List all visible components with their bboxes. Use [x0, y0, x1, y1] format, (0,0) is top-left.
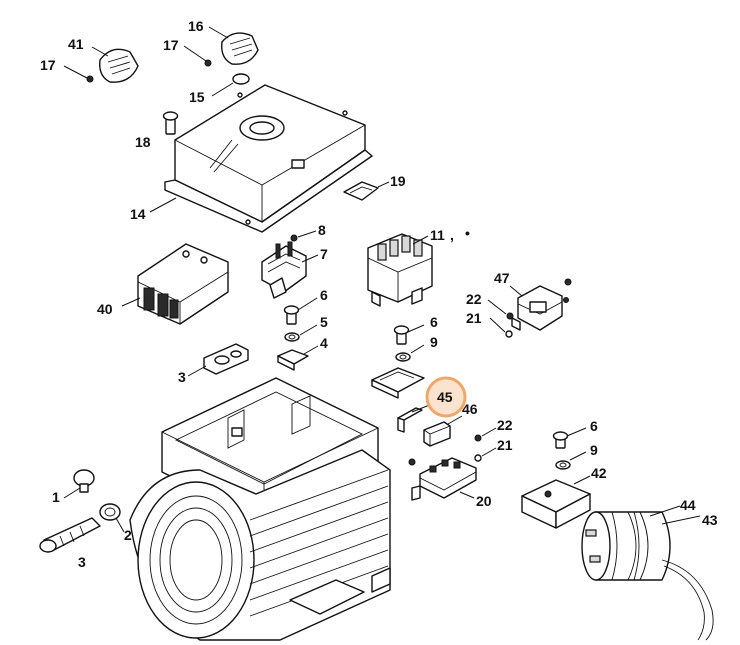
callout-19: 19 — [390, 173, 406, 189]
callout-17: 17 — [163, 37, 179, 53]
callout-6: 6 — [590, 418, 598, 434]
callout-1: 1 — [52, 489, 60, 505]
callout-2: 2 — [124, 527, 132, 543]
part-5-washer — [284, 332, 300, 342]
part-42-bracket — [521, 479, 591, 529]
part-20-terminal-strip — [408, 457, 477, 501]
part-47-relay — [511, 285, 563, 331]
callout-3: 3 — [178, 369, 186, 385]
part-8-screw — [290, 234, 298, 242]
callout-9: 9 — [430, 334, 438, 350]
callout-17: 17 — [40, 57, 56, 73]
callout-46: 46 — [462, 401, 478, 417]
part-9-washer-b — [555, 460, 571, 470]
callout-40: 40 — [97, 301, 113, 317]
part-6-screw-a — [283, 305, 300, 325]
part-21-nut-b — [474, 454, 482, 462]
part-16-cap — [221, 32, 259, 65]
part-46-capacitor — [423, 421, 451, 447]
part-45-capacitor-clip — [397, 407, 423, 433]
callout-47: 47 — [494, 270, 510, 286]
callout-7: 7 — [320, 246, 328, 262]
part-40-switch-block — [137, 243, 229, 325]
part-3-plug — [203, 343, 249, 375]
part-41-cap — [99, 48, 139, 83]
part-18-screw — [162, 111, 179, 135]
callout-9: 9 — [590, 442, 598, 458]
callout-16: 16 — [188, 18, 204, 34]
part-4-nut-plate — [277, 349, 309, 371]
callout-22: 22 — [497, 417, 513, 433]
part-11-contactor — [367, 233, 433, 307]
part-17-screw-b — [204, 59, 212, 67]
callout-42: 42 — [591, 465, 607, 481]
callout-21: 21 — [466, 310, 482, 326]
motor-housing — [129, 377, 391, 641]
part-2-nut — [99, 503, 121, 521]
highlight-marker-45 — [425, 376, 467, 418]
callout-14: 14 — [130, 206, 146, 222]
callout-21: 21 — [497, 437, 513, 453]
callout-3: 3 — [78, 554, 86, 570]
part-22-screw-b — [474, 434, 482, 442]
callout-45: 45 — [437, 389, 453, 405]
part-43-capacitor — [581, 511, 714, 641]
part-6-screw-c — [552, 431, 569, 449]
part-15-oring — [232, 73, 250, 85]
part-3-gland — [39, 517, 101, 553]
part-19-clip — [343, 181, 379, 201]
callout-6: 6 — [430, 314, 438, 330]
callout-20: 20 — [476, 493, 492, 509]
part-17-screw-a — [86, 75, 94, 83]
callout-22: 22 — [466, 291, 482, 307]
part-14-cover — [164, 84, 373, 233]
part-9-washer-a — [395, 352, 411, 362]
callout-41: 41 — [68, 36, 84, 52]
callout-15: 15 — [189, 89, 205, 105]
part-relay-screws — [505, 278, 572, 338]
callout-18: 18 — [135, 134, 151, 150]
callout-6: 6 — [320, 287, 328, 303]
callout-11-comma: , — [450, 227, 454, 243]
part-6-screw-b — [393, 325, 410, 345]
callout-11-dot: • — [465, 225, 470, 241]
callout-11: 11 — [430, 227, 445, 243]
part-1-plug — [73, 469, 95, 493]
callout-44: 44 — [680, 497, 696, 513]
callout-5: 5 — [320, 314, 328, 330]
callout-4: 4 — [320, 335, 328, 351]
part-bracket-plate — [371, 367, 425, 399]
callout-8: 8 — [318, 222, 326, 238]
part-44-clamp-band — [627, 511, 649, 581]
callout-43: 43 — [702, 512, 718, 528]
part-7-terminal — [261, 241, 307, 299]
